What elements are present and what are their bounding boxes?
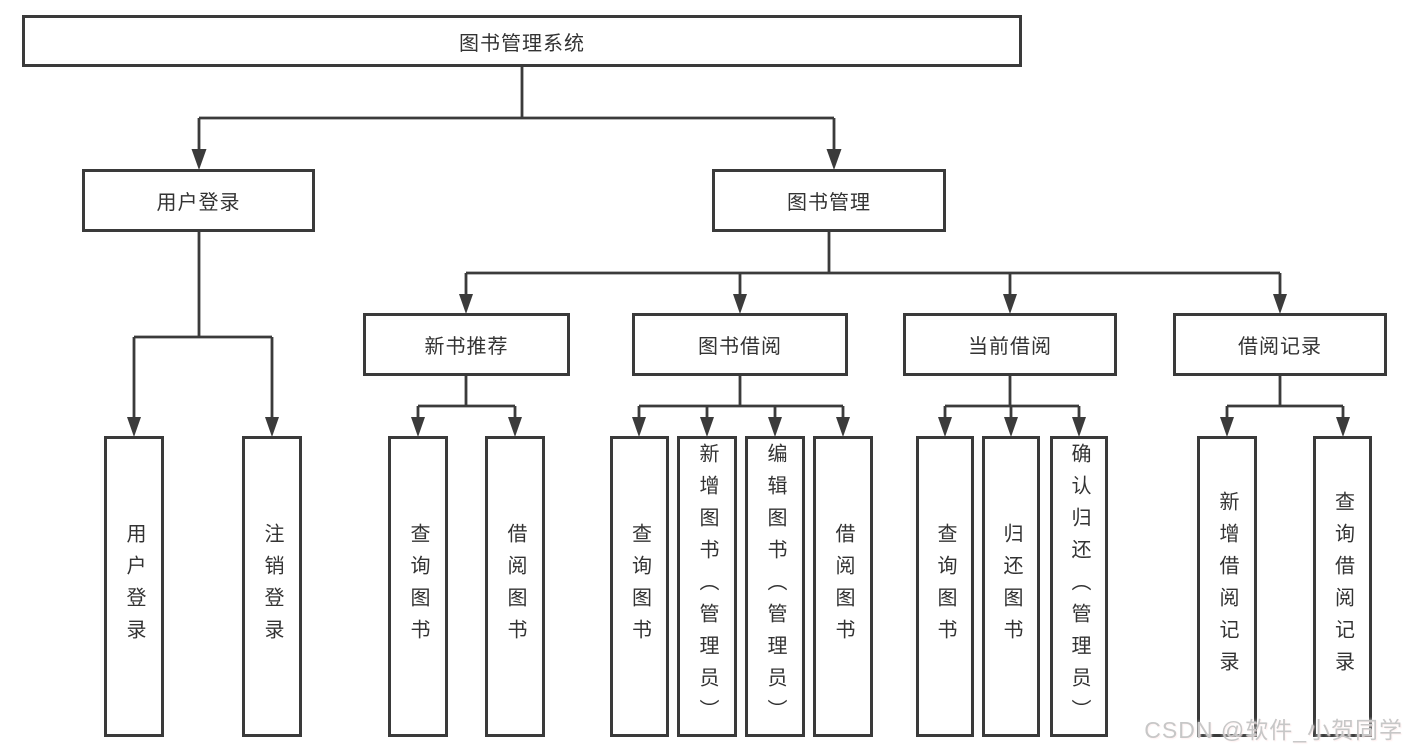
leaf-user-login: 用户登录 <box>104 436 164 737</box>
leaf-edit-book-admin: 编辑图书（管理员） <box>745 436 805 737</box>
node-label: 查询图书 <box>407 522 429 651</box>
node-label: 图书借阅 <box>698 336 782 358</box>
connector-current-borrow-to-leaves <box>943 376 1081 421</box>
node-label: 查询图书 <box>628 522 651 651</box>
node-book-management: 图书管理 <box>712 169 946 232</box>
node-label: 新增图书（管理员） <box>696 442 718 731</box>
connector-book-borrow-to-leaves <box>637 376 845 421</box>
node-book-borrowing: 图书借阅 <box>632 313 848 376</box>
node-label: 借阅图书 <box>504 522 526 651</box>
node-label: 借阅记录 <box>1238 336 1322 358</box>
node-user-login: 用户登录 <box>82 169 315 232</box>
csdn-watermark: CSDN @软件_小贺同学 <box>1144 717 1403 743</box>
node-label: 用户登录 <box>156 192 241 214</box>
leaf-add-book-admin: 新增图书（管理员） <box>677 436 737 737</box>
leaf-query-books: 查询图书 <box>388 436 448 737</box>
node-label: 新书推荐 <box>424 336 509 358</box>
node-label: 注销登录 <box>261 522 283 651</box>
node-label: 新增借阅记录 <box>1216 490 1238 683</box>
connector-new-book-rec-to-leaves <box>416 376 517 421</box>
node-label: 借阅图书 <box>832 522 854 651</box>
node-borrowing-records: 借阅记录 <box>1173 313 1387 376</box>
node-label: 用户登录 <box>123 522 145 651</box>
leaf-logout: 注销登录 <box>242 436 302 737</box>
node-new-book-recommendation: 新书推荐 <box>363 313 570 376</box>
arrowheads <box>127 149 1350 437</box>
node-label: 归还图书 <box>1000 522 1022 651</box>
node-label: 确认归还（管理员） <box>1068 442 1090 731</box>
leaf-query-books: 查询图书 <box>610 436 669 737</box>
node-label: 当前借阅 <box>968 336 1052 358</box>
node-label: 查询借阅记录 <box>1331 490 1354 683</box>
node-label: 查询图书 <box>934 522 956 651</box>
node-current-borrowing: 当前借阅 <box>903 313 1117 376</box>
node-book-management-system: 图书管理系统 <box>22 15 1022 67</box>
connector-book-mgmt-to-level3 <box>464 232 1282 298</box>
leaf-return-book: 归还图书 <box>982 436 1040 737</box>
connector-user-login-to-leaves <box>132 232 274 421</box>
leaf-query-borrow-record: 查询借阅记录 <box>1313 436 1372 737</box>
leaf-borrow-books: 借阅图书 <box>485 436 545 737</box>
connector-borrow-records-to-leaves <box>1225 376 1345 421</box>
node-label: 图书管理 <box>787 192 871 214</box>
leaf-add-borrow-record: 新增借阅记录 <box>1197 436 1257 737</box>
connector-root-to-level2 <box>197 67 836 152</box>
leaf-borrow-books: 借阅图书 <box>813 436 873 737</box>
leaf-query-books: 查询图书 <box>916 436 974 737</box>
node-label: 图书管理系统 <box>459 32 585 55</box>
node-label: 编辑图书（管理员） <box>764 442 786 731</box>
leaf-confirm-return-admin: 确认归还（管理员） <box>1050 436 1108 737</box>
